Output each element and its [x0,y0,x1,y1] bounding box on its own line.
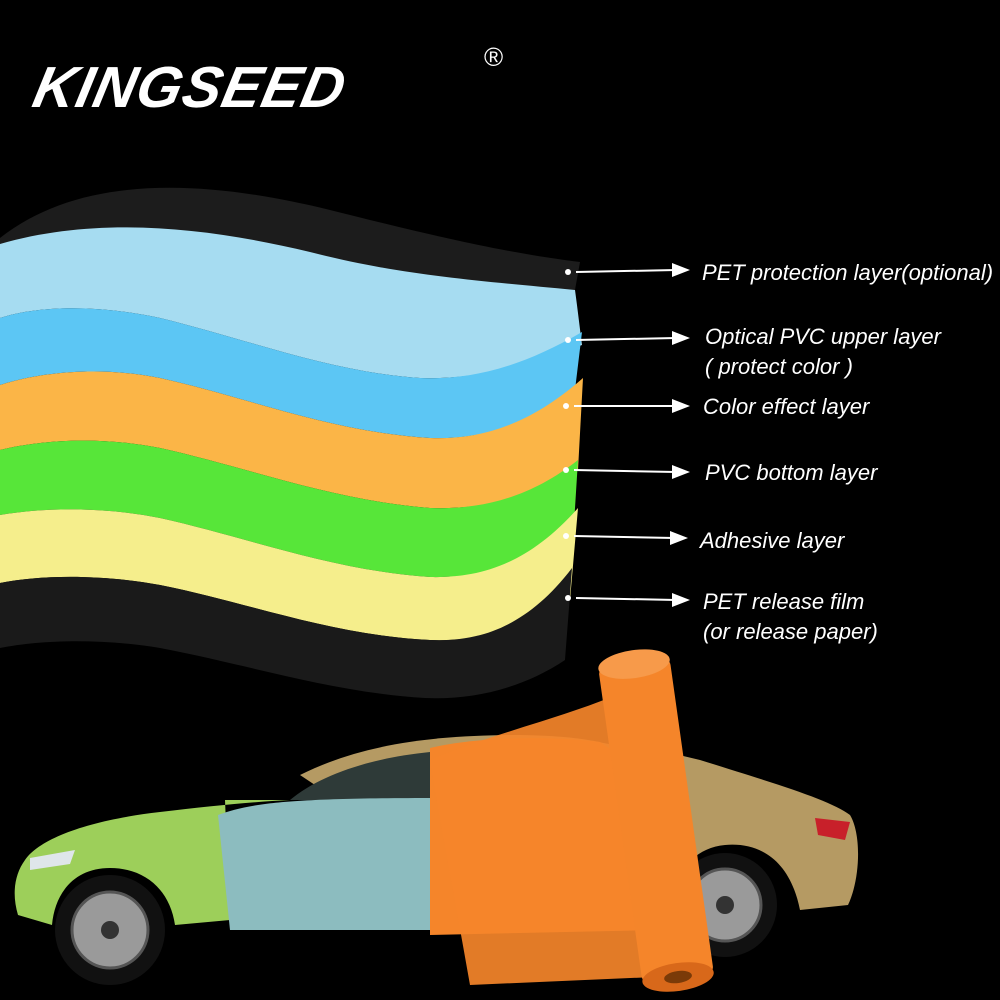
pet-release-layer [0,568,572,699]
car-headlight [30,850,75,870]
pointer-line [575,337,677,341]
pvc-bottom-layer [0,440,578,578]
pointers [563,263,690,607]
label-pet-protection: PET protection layer(optional) [702,258,993,288]
color-effect-layer [0,371,583,509]
right-arrow-icon [672,465,690,479]
roll-body [599,658,713,983]
label-pvc-bottom: PVC bottom layer [705,458,877,488]
pointer-dot [565,269,571,275]
pointer-line [575,597,677,601]
front-hub [101,921,119,939]
car-front-window [290,752,438,800]
right-arrow-icon [672,593,690,607]
label-pet-release: PET release film (or release paper) [703,587,878,647]
car-body-door [218,798,438,930]
optical-pvc-edge [0,308,582,439]
registered-mark: ® [484,42,504,72]
label-line: ( protect color ) [705,354,853,379]
right-arrow-icon [672,331,690,345]
label-line: PET release film [703,589,865,614]
adhesive-layer [0,508,578,641]
label-line: Optical PVC upper layer [705,324,941,349]
label-line: PVC bottom layer [705,460,878,485]
film-roll-icon [598,649,714,992]
label-line: (or release paper) [703,619,878,644]
optical-pvc-layer [0,227,582,379]
right-arrow-icon [670,531,688,545]
pointer-dot [565,337,571,343]
pointer-dot [563,403,569,409]
label-line: PET protection layer(optional) [702,260,994,285]
car-tail-light [815,818,850,840]
pointer-dot [563,467,569,473]
pointer-line [573,469,677,473]
label-color-effect: Color effect layer [703,392,869,422]
label-line: Adhesive layer [700,528,845,553]
roll-top [598,649,670,679]
pointer-dot [565,595,571,601]
rear-hub [716,896,734,914]
right-arrow-icon [672,399,690,413]
right-arrow-icon [672,263,690,277]
pointer-dot [563,533,569,539]
label-optical-pvc: Optical PVC upper layer ( protect color … [705,322,941,382]
layer-stack [0,187,583,699]
pointer-line [573,535,675,539]
label-line: Color effect layer [703,394,870,419]
pointer-line [575,269,677,273]
roll-core [664,970,692,984]
label-adhesive: Adhesive layer [700,526,844,556]
brand-logo: KINGSEED [27,55,353,120]
